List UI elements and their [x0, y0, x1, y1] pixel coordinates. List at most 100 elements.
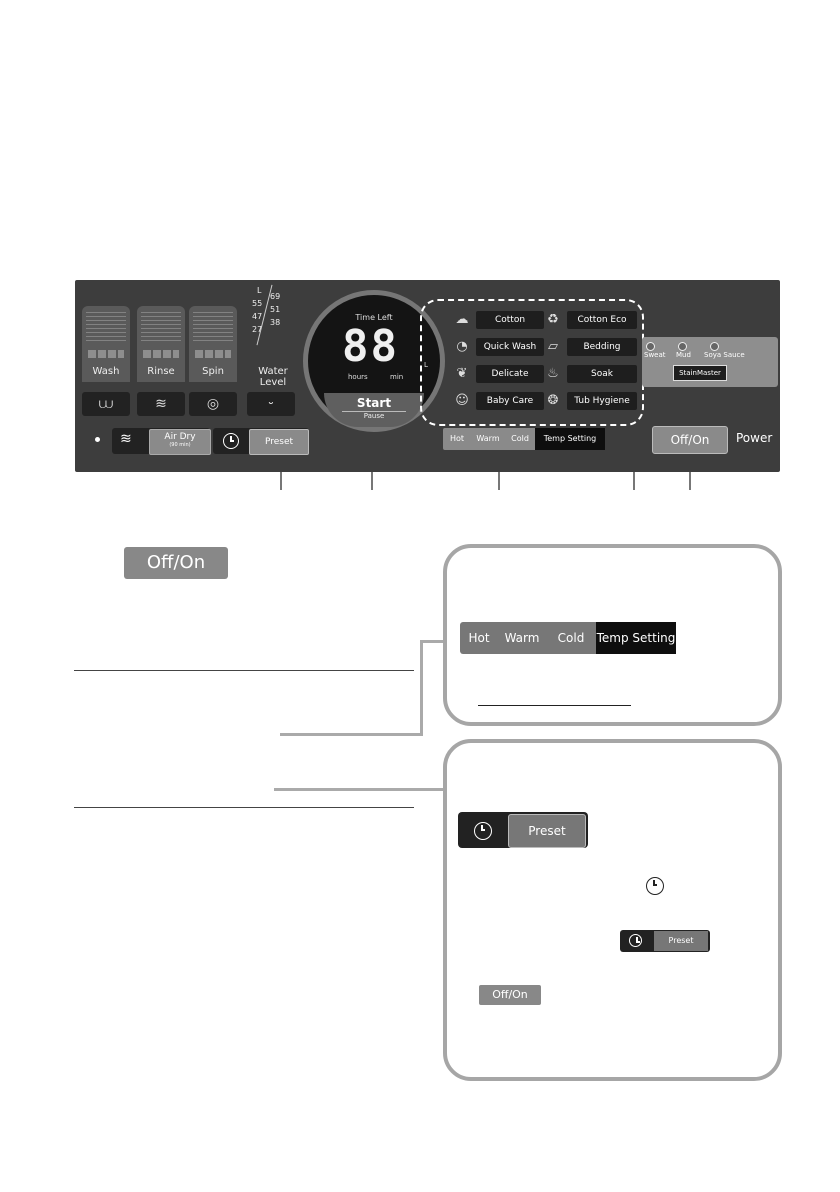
soak-icon: ♨ [547, 366, 559, 381]
water-level-value: 27 [252, 325, 263, 334]
preset-button-large: Preset [458, 812, 588, 848]
baby-care-icon: ☺ [455, 393, 469, 408]
air-dry-icon: ≋ [120, 431, 132, 447]
divider-top [74, 670, 414, 671]
time-left-label: Time Left [355, 313, 393, 322]
program-label: Delicate [476, 365, 544, 383]
program-label: Baby Care [476, 392, 544, 410]
off-on-button[interactable]: Off/On [652, 426, 728, 454]
connector-temp-to-box [420, 640, 446, 643]
preset-button-small: Preset [620, 930, 710, 952]
column-label: Water Level [258, 366, 288, 388]
sweat-indicator-icon [646, 342, 655, 351]
temp-hot[interactable]: Hot [449, 434, 465, 443]
program-cotton-eco[interactable]: ♻ Cotton Eco [543, 310, 637, 330]
program-bedding[interactable]: ▱ Bedding [543, 337, 637, 357]
soya-sauce-indicator-icon [710, 342, 719, 351]
connector-preset [274, 788, 444, 791]
preset-group: Preset [213, 428, 309, 455]
wash-icon: ⩊ [82, 392, 130, 416]
column-label: Wash [92, 366, 120, 377]
connector-temp-horizontal [280, 733, 423, 736]
column-label: Spin [202, 366, 224, 377]
temp-large-setting: Temp Setting [596, 622, 676, 654]
callout-line-power [689, 472, 691, 490]
clock-icon-inline [646, 877, 664, 895]
water-level-value: 38 [270, 318, 281, 327]
mud-indicator-icon [678, 342, 687, 351]
temp-setting[interactable]: Temp Setting [535, 428, 605, 450]
start-pause-button[interactable]: Start Pause [324, 393, 424, 427]
connector-temp-vertical [420, 640, 423, 736]
water-level-value: 51 [270, 305, 281, 314]
water-level-value: 69 [270, 292, 281, 301]
tub-hygiene-icon: ❂ [547, 393, 559, 408]
callout-line-temp [498, 472, 500, 490]
preset-button[interactable]: Preset [249, 429, 309, 455]
water-level-value: L [257, 286, 262, 295]
control-panel: Wash ⩊ Rinse ≋ Spin ◎ Water Level ⏑ L 55 47 27 69 51… [75, 280, 780, 472]
program-soak[interactable]: ♨ Soak [543, 364, 637, 384]
program-quick-wash[interactable]: ◔ Quick Wash [452, 337, 544, 357]
tub-icon: ⏑ [247, 392, 295, 416]
spin-icon: ◎ [189, 392, 237, 416]
preset-label: Preset [508, 814, 586, 848]
preset-box [443, 739, 782, 1081]
callout-line-programs [633, 472, 635, 490]
stainmaster-button[interactable]: StainMaster [673, 365, 727, 381]
start-label: Start [356, 396, 392, 410]
air-dry-indicator-icon [95, 437, 100, 442]
callout-line-start [371, 472, 373, 490]
column-label: Rinse [147, 366, 175, 377]
temp-selector-large: Hot Warm Cold Temp Setting [460, 622, 676, 654]
program-label: Tub Hygiene [567, 392, 637, 410]
eco-icon: ♻ [547, 312, 559, 327]
air-dry-button[interactable]: Air Dry (90 min) [149, 429, 211, 455]
clock-icon [629, 934, 642, 947]
sweat-label: Sweat [644, 351, 666, 359]
temp-large-cold: Cold [557, 631, 585, 645]
stainmaster-panel: Sweat Mud Soya Sauce StainMaster [642, 337, 778, 387]
water-level-value: 55 [252, 299, 263, 308]
program-label: Cotton Eco [567, 311, 637, 329]
temp-selector: Hot Warm Cold Temp Setting [443, 428, 605, 450]
progress-column-rinse [137, 306, 185, 382]
preset-small-label: Preset [654, 931, 708, 951]
program-baby-care[interactable]: ☺ Baby Care [452, 391, 544, 411]
program-delicate[interactable]: ❦Delicate [452, 364, 544, 384]
temp-large-hot: Hot [468, 631, 490, 645]
time-digits: 88 [342, 321, 399, 372]
program-label: Soak [567, 365, 637, 383]
clock-icon [223, 433, 239, 449]
bedding-icon: ▱ [548, 339, 558, 354]
air-dry-label: Air Dry [164, 432, 196, 442]
litre-label: L [424, 361, 428, 369]
air-dry-group: ≋ Air Dry (90 min) [112, 428, 211, 455]
soya-sauce-label: Soya Sauce [704, 351, 745, 359]
off-on-button-large: Off/On [124, 547, 228, 579]
temp-warm[interactable]: Warm [476, 434, 500, 443]
hours-label: hours [348, 373, 368, 381]
program-tub-hygiene[interactable]: ❂ Tub Hygiene [543, 391, 637, 411]
underline-rule [478, 705, 631, 706]
program-label: Bedding [567, 338, 637, 356]
clock-icon [474, 822, 492, 840]
off-on-button-small: Off/On [479, 985, 541, 1005]
program-cotton[interactable]: ☁ Cotton [452, 310, 544, 330]
progress-column-spin [189, 306, 237, 382]
program-label: Cotton [476, 311, 544, 329]
cotton-icon: ☁ [455, 312, 469, 327]
water-level-value: 47 [252, 312, 263, 321]
air-dry-sub-label: (90 min) [169, 442, 191, 448]
temp-large-warm: Warm [504, 631, 540, 645]
program-label: Quick Wash [476, 338, 544, 356]
min-label: min [390, 373, 404, 381]
pause-label: Pause [342, 411, 406, 420]
rinse-icon: ≋ [137, 392, 185, 416]
temp-cold[interactable]: Cold [511, 434, 529, 443]
progress-column-wash [82, 306, 130, 382]
mud-label: Mud [676, 351, 691, 359]
power-label: Power [736, 431, 773, 445]
quick-wash-icon: ◔ [456, 339, 468, 354]
divider-bottom [74, 807, 414, 808]
